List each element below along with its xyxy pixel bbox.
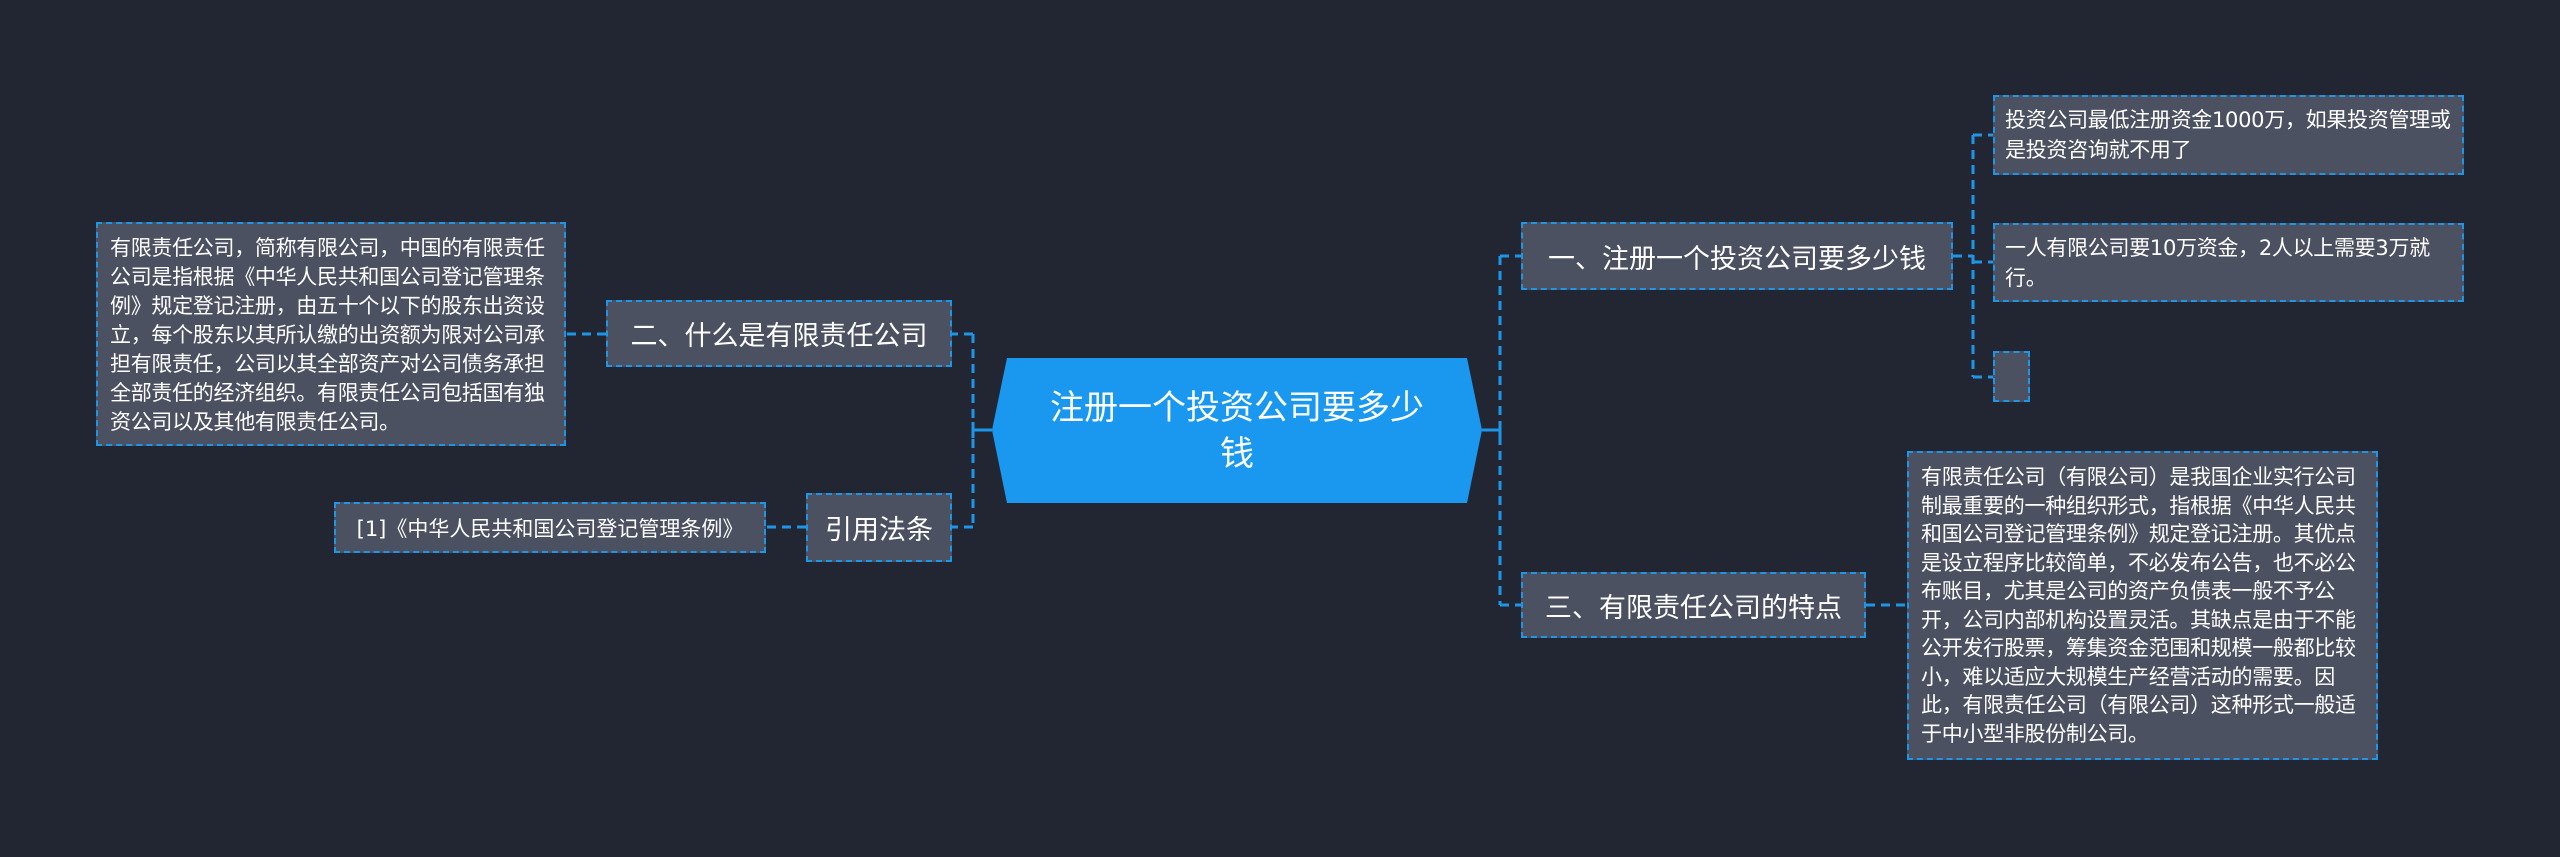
leaf-regulation-reference[interactable]: [1]《中华人民共和国公司登记管理条例》 — [334, 502, 766, 553]
leaf-text: 有限责任公司，简称有限公司，中国的有限责任公司是指根据《中华人民共和国公司登记管… — [110, 236, 545, 434]
branch-label: 引用法条 — [825, 515, 933, 546]
branch-registration-cost[interactable]: 一、注册一个投资公司要多少钱 — [1521, 222, 1953, 290]
leaf-text: 一人有限公司要10万资金，2人以上需要3万就行。 — [2005, 236, 2430, 290]
leaf-empty[interactable] — [1993, 351, 2030, 402]
leaf-minimum-capital[interactable]: 投资公司最低注册资金1000万，如果投资管理或是投资咨询就不用了 — [1993, 95, 2464, 175]
leaf-text: 有限责任公司（有限公司）是我国企业实行公司制最重要的一种组织形式，指根据《中华人… — [1921, 465, 2356, 746]
root-hexagon-shape — [992, 358, 1482, 503]
leaf-llc-features-detail[interactable]: 有限责任公司（有限公司）是我国企业实行公司制最重要的一种组织形式，指根据《中华人… — [1907, 451, 2378, 760]
root-topic-label: 注册一个投资公司要多少钱 — [1050, 387, 1424, 474]
branch-label: 二、什么是有限责任公司 — [630, 321, 928, 352]
leaf-text: [1]《中华人民共和国公司登记管理条例》 — [356, 516, 744, 541]
branch-label: 一、注册一个投资公司要多少钱 — [1548, 243, 1926, 275]
branch-label: 三、有限责任公司的特点 — [1545, 592, 1842, 624]
leaf-text: 投资公司最低注册资金1000万，如果投资管理或是投资咨询就不用了 — [2005, 108, 2451, 162]
branch-what-is-llc[interactable]: 二、什么是有限责任公司 — [606, 300, 952, 367]
branch-llc-features[interactable]: 三、有限责任公司的特点 — [1521, 572, 1866, 638]
branch-cited-regulations[interactable]: 引用法条 — [806, 493, 952, 562]
root-topic-node[interactable]: 注册一个投资公司要多少钱 — [992, 358, 1482, 503]
leaf-one-person-company[interactable]: 一人有限公司要10万资金，2人以上需要3万就行。 — [1993, 223, 2464, 302]
leaf-llc-definition[interactable]: 有限责任公司，简称有限公司，中国的有限责任公司是指根据《中华人民共和国公司登记管… — [96, 222, 566, 446]
